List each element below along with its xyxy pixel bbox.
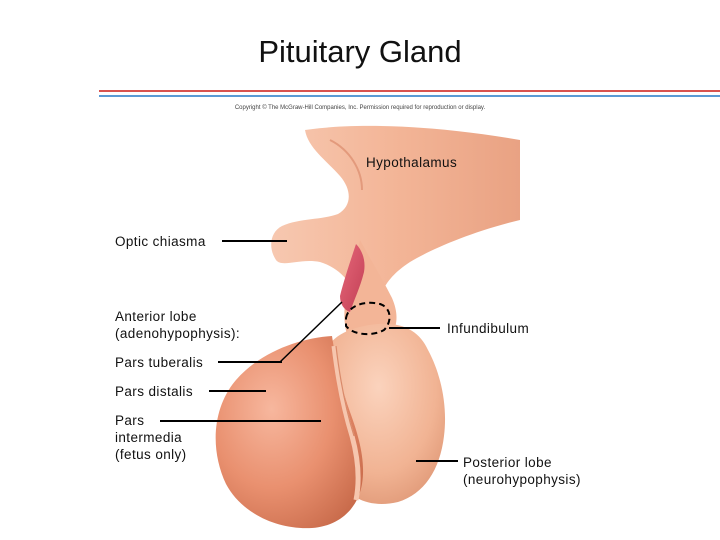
label-pars-distalis: Pars distalis — [115, 384, 193, 399]
pars-tuberalis-shape — [340, 244, 365, 312]
label-infundibulum: Infundibulum — [447, 321, 530, 336]
label-optic-chiasma: Optic chiasma — [115, 234, 206, 249]
title-rule-red — [99, 90, 720, 92]
page-title: Pituitary Gland — [258, 34, 462, 69]
hypothalamus-fold — [329, 139, 363, 191]
hypothalamus-tissue — [271, 125, 520, 300]
label-hypothalamus: Hypothalamus — [366, 155, 458, 170]
pars-intermedia-edge — [335, 345, 355, 437]
title-rule-blue — [99, 95, 720, 97]
leader-anterior-lobe — [279, 301, 343, 363]
label-pars-tuberalis: Pars tuberalis — [115, 355, 204, 370]
anterior-lobe-shape — [215, 336, 364, 529]
pars-intermedia-shape — [331, 345, 361, 501]
label-posterior-lobe: Posterior lobe (neurohypophysis) — [463, 455, 581, 487]
label-anterior-lobe: Anterior lobe (adenohypophysis): — [115, 309, 241, 341]
copyright-notice: Copyright © The McGraw-Hill Companies, I… — [234, 105, 486, 111]
label-pars-intermedia: Pars intermedia (fetus only) — [115, 413, 187, 462]
